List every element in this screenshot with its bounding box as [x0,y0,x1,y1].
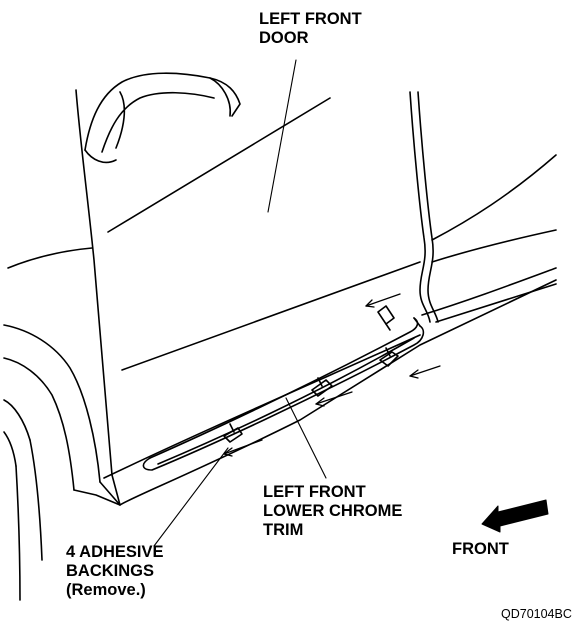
lower-chrome-trim-strip [142,317,425,471]
figure-code: QD70104BC [501,607,572,621]
door-leading-edge [75,89,121,506]
door-label: LEFT FRONT DOOR [259,10,362,47]
trim-label: LEFT FRONT LOWER CHROME TRIM [263,483,403,539]
wheel-arch [3,324,101,601]
door-rear-seam [409,91,439,323]
peel-direction-arrows [223,293,441,457]
side-mirror [84,72,241,164]
adhesive-backing-tab-icon [223,305,399,443]
door-leader-line [267,59,297,213]
front-label: FRONT [452,540,509,558]
rocker-panel [73,279,557,506]
trim-leader-line [285,397,327,479]
front-direction-arrow-icon [481,497,549,533]
backings-leader-line [153,447,229,547]
leader-lines [153,59,327,547]
body-character-lines [7,97,557,371]
backings-label: 4 ADHESIVE BACKINGS (Remove.) [66,543,164,599]
